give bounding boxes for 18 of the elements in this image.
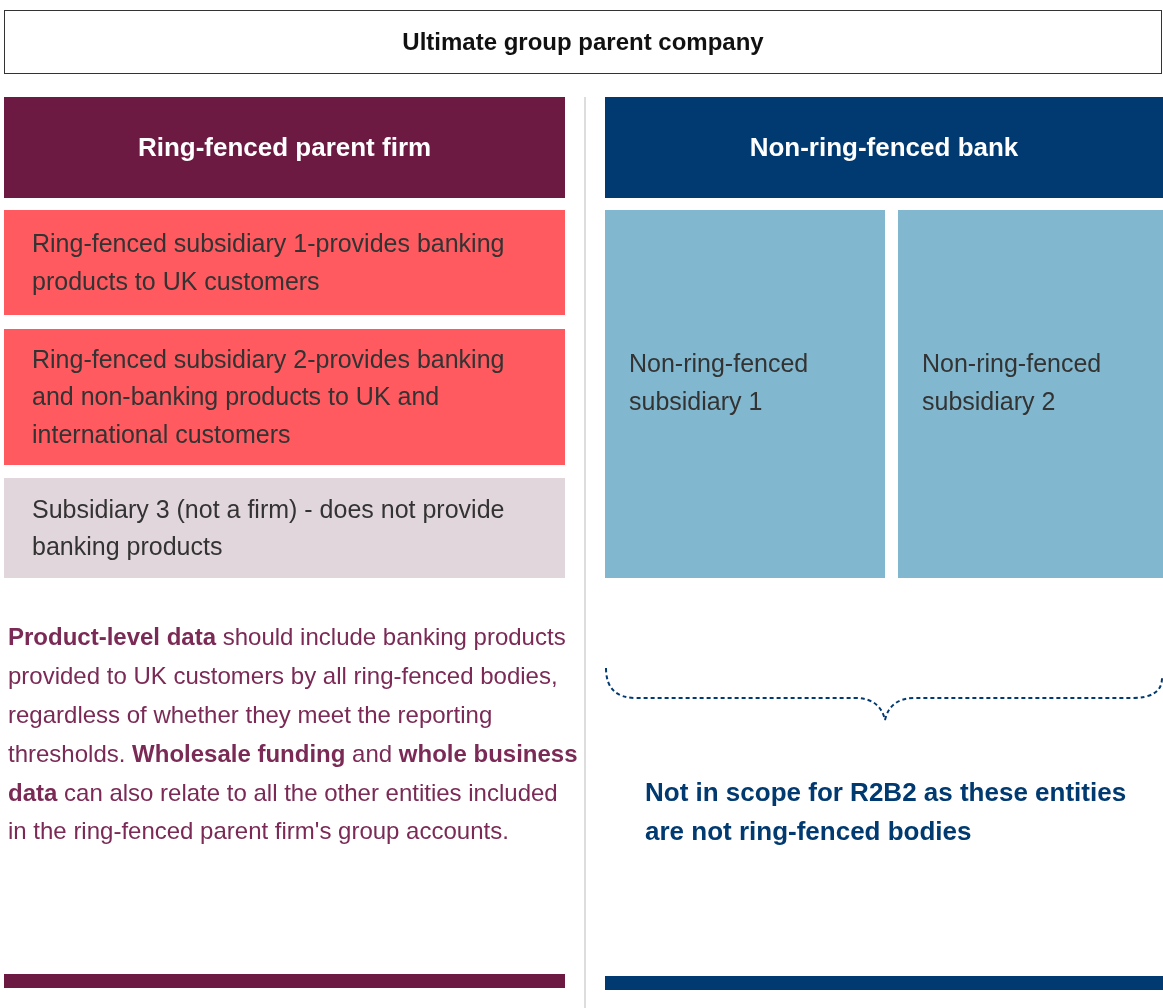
header-band: [605, 97, 1163, 198]
node-text: Ring-fenced parent firm: [137, 131, 432, 164]
scope-note: Not in scope for R2B2 as these entities are not ring-fenced bodies: [645, 776, 1128, 848]
node-text: Ring-fenced subsidiary 1-provides banking products to UK customers: [32, 228, 506, 297]
node-text: Non-ring-fenced subsidiary 1: [629, 348, 810, 417]
node-text: Ultimate group parent company: [402, 27, 764, 57]
node-text: Non-ring-fenced subsidiary 2: [922, 348, 1103, 417]
entity-box: [4, 210, 565, 315]
header-box: [4, 10, 1162, 74]
entity-box: [4, 478, 565, 578]
node-text: Subsidiary 3 (not a firm) - does not provide banking products: [32, 493, 506, 562]
description-paragraph: Product-level data should include banking products provided to UK customers by all ring-fenced bodies, regardless of whether they meet the reporting thresholds. Wholesale funding and whole business data can also relate to all the other entities included in the ring-fenced parent firm's group accounts.: [8, 622, 578, 847]
header-band: [4, 97, 565, 198]
entity-box: [898, 210, 1163, 578]
entity-box: [605, 210, 885, 578]
node-text: Non-ring-fenced bank: [749, 131, 1019, 164]
node-text: Ring-fenced subsidiary 2-provides banking and non-banking products to UK and international customers: [32, 343, 506, 450]
entity-box: [4, 329, 565, 465]
